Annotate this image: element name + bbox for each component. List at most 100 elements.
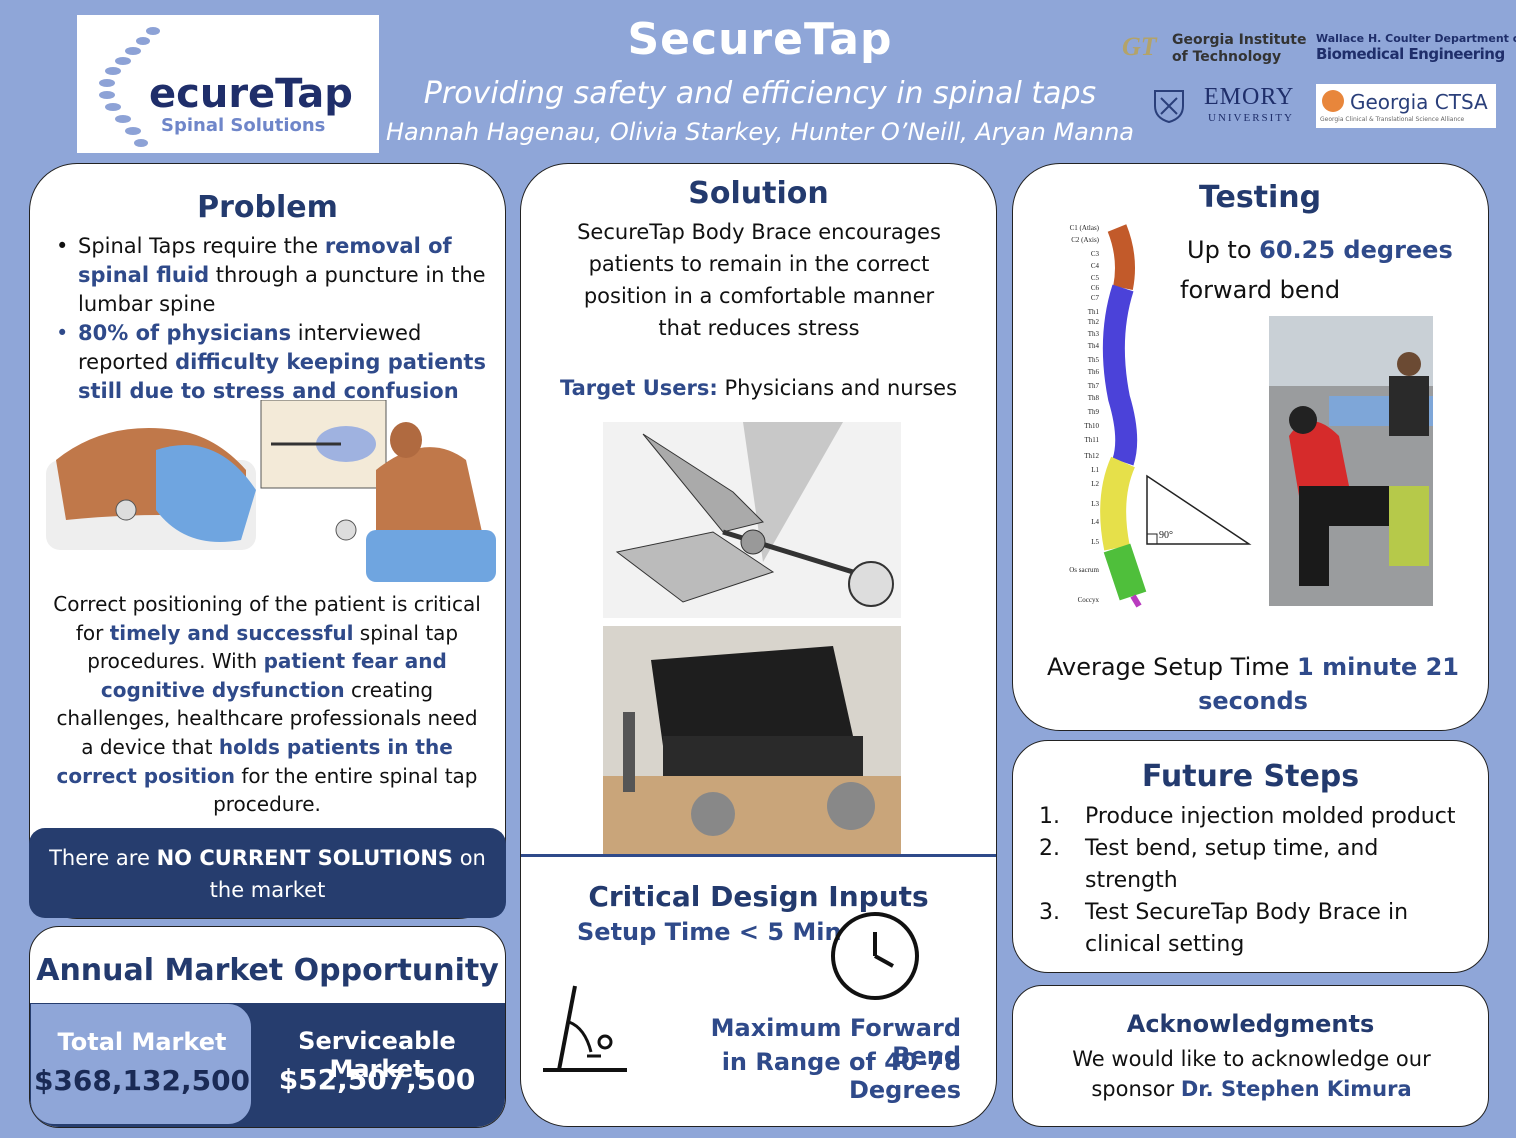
setup-value: 1 minute 21 seconds bbox=[1198, 653, 1459, 715]
brace-cad-render bbox=[603, 422, 901, 618]
spine-label: Th9 bbox=[1088, 408, 1100, 416]
spine-label: C6 bbox=[1091, 284, 1100, 292]
total-market-box: Total Market $368,132,500 bbox=[30, 1003, 252, 1125]
bullet-text: Spinal Taps require the bbox=[78, 234, 325, 258]
bullet-highlight: removal of spinal fluid bbox=[78, 234, 452, 287]
future-title: Future Steps bbox=[1141, 759, 1360, 794]
spine-label: C7 bbox=[1091, 294, 1100, 302]
spine-label: Th1 bbox=[1088, 308, 1100, 316]
coulter-line1: Wallace H. Coulter Department of bbox=[1316, 32, 1516, 45]
bend-value: 60.25 degrees bbox=[1259, 236, 1453, 264]
gt-logo: GT Georgia Institute of Technology bbox=[1122, 30, 1307, 70]
logo-box: ecureTap Spinal Solutions bbox=[77, 15, 379, 153]
sponsor-name: Dr. Stephen Kimura bbox=[1180, 1077, 1412, 1101]
serviceable-label: Serviceable Market bbox=[298, 1027, 456, 1083]
item-text: Produce injection molded product bbox=[1085, 804, 1456, 829]
item-number: 1. bbox=[1039, 804, 1060, 829]
spine-label: Th6 bbox=[1088, 368, 1100, 376]
spine-label: Th2 bbox=[1088, 318, 1100, 326]
para-highlight: holds patients in the correct position bbox=[56, 734, 453, 788]
bullet-text: interviewed reported bbox=[78, 321, 422, 374]
item-number: 3. bbox=[1039, 900, 1060, 925]
total-label: Total Market bbox=[57, 1028, 227, 1056]
bend-text: Up to bbox=[1187, 236, 1260, 264]
para-text: spinal tap procedures. With bbox=[87, 620, 459, 674]
item-text: Test SecureTap Body Brace in clinical se… bbox=[1085, 900, 1409, 957]
poster-authors: Hannah Hagenau, Olivia Starkey, Hunter O… bbox=[386, 118, 1134, 146]
bullet-highlight: 80% of physicians bbox=[78, 321, 292, 345]
item-text: Test bend, setup time, and strength bbox=[1085, 836, 1379, 893]
target-users: Target Users: Physicians and nurses bbox=[521, 374, 996, 403]
angle-label: 90° bbox=[1159, 530, 1173, 541]
target-value: Physicians and nurses bbox=[717, 376, 958, 400]
ctsa-tagline: Georgia Clinical & Translational Science… bbox=[1320, 116, 1465, 123]
gt-name-line2: of Technology bbox=[1172, 49, 1282, 65]
spine-label: Th4 bbox=[1088, 342, 1100, 350]
solution-panel: Solution SecureTap Body Brace encourages… bbox=[520, 163, 997, 1127]
para-highlight: patient fear and cognitive dysfunction bbox=[100, 649, 447, 702]
emory-logo: EMORY UNIVERSITY bbox=[1152, 84, 1302, 128]
ctsa-logo: Georgia CTSA Georgia Clinical & Translat… bbox=[1316, 84, 1496, 128]
para-text: for the entire spinal tap procedure. bbox=[213, 763, 478, 817]
ack-panel: Acknowledgments We would like to acknowl… bbox=[1012, 985, 1489, 1127]
spine-label: L2 bbox=[1091, 480, 1099, 488]
spine-label: Th3 bbox=[1088, 330, 1100, 338]
solution-divider bbox=[521, 854, 996, 857]
spine-label: L5 bbox=[1091, 538, 1099, 546]
bend-result-line2: forward bend bbox=[1180, 276, 1341, 304]
logo-subtitle: Spinal Solutions bbox=[161, 115, 326, 136]
bend-result-line1: Up to 60.25 degrees bbox=[1187, 236, 1453, 264]
para-highlight: timely and successful bbox=[109, 620, 354, 645]
coulter-line2: Biomedical Engineering bbox=[1316, 45, 1505, 63]
bend-input-line1: Maximum Forward Bend bbox=[710, 1014, 961, 1070]
spine-label: Th11 bbox=[1084, 436, 1099, 444]
problem-bullet-2: 80% of physicians interviewed reported d… bbox=[52, 319, 492, 406]
ack-text: We would like to acknowledge our sponsor… bbox=[1063, 1044, 1440, 1104]
market-title: Annual Market Opportunity bbox=[36, 953, 499, 988]
item-number: 2. bbox=[1039, 836, 1060, 861]
ack-body: We would like to acknowledge our sponsor bbox=[1072, 1047, 1431, 1101]
gt-monogram-icon: GT bbox=[1122, 32, 1157, 61]
spine-label: L4 bbox=[1091, 518, 1099, 526]
spine-label: L1 bbox=[1091, 466, 1099, 474]
gt-name-line1: Georgia Institute bbox=[1172, 32, 1307, 48]
inputs-title: Critical Design Inputs bbox=[588, 880, 929, 913]
spine-label: L3 bbox=[1091, 500, 1099, 508]
total-value: $368,132,500 bbox=[33, 1064, 251, 1097]
banner-highlight: NO CURRENT SOLUTIONS bbox=[156, 846, 454, 870]
ctsa-abbr: CTSA bbox=[1434, 90, 1488, 114]
ack-title: Acknowledgments bbox=[1126, 1010, 1375, 1038]
problem-title: Problem bbox=[197, 190, 338, 225]
bend-input-line2: in Range of 40-78 Degrees bbox=[721, 1048, 961, 1104]
bullet-text: through a puncture in the lumbar spine bbox=[78, 263, 486, 316]
bullet-highlight: difficulty keeping patients still due to… bbox=[78, 350, 486, 403]
future-item: 3. Test SecureTap Body Brace in clinical … bbox=[1013, 897, 1473, 961]
solution-title: Solution bbox=[688, 176, 829, 211]
para-text: creating challenges, healthcare professi… bbox=[56, 677, 478, 759]
poster-subtitle: Providing safety and efficiency in spina… bbox=[423, 76, 1097, 111]
clock-icon bbox=[831, 912, 919, 1000]
problem-bullet-1: Spinal Taps require the removal of spina… bbox=[52, 232, 492, 319]
spine-label: Coccyx bbox=[1078, 596, 1100, 604]
spine-label: C5 bbox=[1091, 274, 1100, 282]
spine-label: Th12 bbox=[1084, 452, 1099, 460]
poster-title: SecureTap bbox=[627, 14, 893, 65]
spine-label: Th10 bbox=[1084, 422, 1099, 430]
future-panel: Future Steps 1. Produce injection molded … bbox=[1012, 740, 1489, 973]
ctsa-name: Georgia CTSA bbox=[1350, 90, 1488, 114]
future-item: 1. Produce injection molded product bbox=[1013, 801, 1473, 833]
setup-time-input: Setup Time < 5 Min bbox=[577, 918, 842, 946]
logo-vertebra-icon bbox=[99, 27, 160, 147]
spine-label: Th7 bbox=[1088, 382, 1100, 390]
problem-paragraph: Correct positioning of the patient is cr… bbox=[52, 590, 482, 819]
peach-icon bbox=[1322, 90, 1344, 112]
future-item: 2. Test bend, setup time, and strength bbox=[1013, 833, 1473, 897]
solution-description: SecureTap Body Brace encourages patients… bbox=[577, 220, 941, 340]
serviceable-value: $52,507,500 bbox=[278, 1063, 476, 1096]
emory-name: EMORY bbox=[1204, 84, 1295, 110]
spine-label: Th8 bbox=[1088, 394, 1100, 402]
forward-bend-icon bbox=[543, 985, 627, 1072]
target-label: Target Users: bbox=[559, 376, 718, 400]
ctsa-georgia: Georgia bbox=[1350, 90, 1429, 114]
